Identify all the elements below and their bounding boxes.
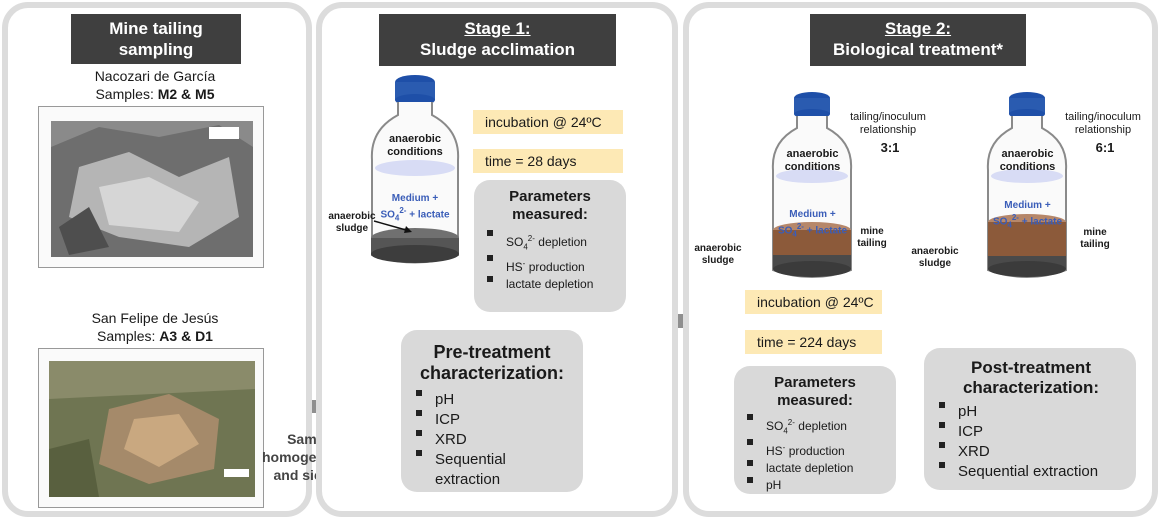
stage2-parameters-box: Parameters measured: SO42- depletion HS-… bbox=[734, 366, 896, 494]
stage2-time: time = 224 days bbox=[745, 330, 882, 354]
stage1-medium-label: Medium + SO42- + lactate bbox=[380, 193, 450, 223]
stage1-sludge-pointer bbox=[373, 220, 412, 233]
site2-samples: Samples: A3 & D1 bbox=[97, 328, 213, 344]
stage2-param-so4: SO42- depletion bbox=[742, 414, 888, 439]
stage1-param-hs: HS- production bbox=[482, 255, 618, 276]
pretreatment-box: Pre-treatment characterization: pH ICP X… bbox=[401, 330, 583, 492]
pretreat-item-xrd: XRD bbox=[411, 430, 573, 450]
posttreat-item-xrd: XRD bbox=[934, 442, 1128, 462]
site1-name: Nacozari de García bbox=[94, 68, 216, 84]
stage1-parameters-title: Parameters measured: bbox=[509, 188, 591, 223]
pretreat-item-icp: ICP bbox=[411, 410, 573, 430]
stage1-time: time = 28 days bbox=[473, 149, 623, 173]
stage2-incubation: incubation @ 24ºC bbox=[745, 290, 882, 314]
stage2-b1-label: anaerobic conditions bbox=[784, 148, 841, 173]
map-san-felipe bbox=[38, 348, 264, 508]
stage2-param-lactate: lactate depletion bbox=[742, 460, 888, 477]
bottle-stage2-ratio-6-1 bbox=[986, 92, 1068, 278]
stage2-b2-ratio-label: tailing/inoculum relationship bbox=[1065, 111, 1141, 136]
pretreatment-title: Pre-treatment characterization: bbox=[419, 342, 565, 383]
stage2-b2-medium: Medium +SO42- + lactate bbox=[992, 200, 1063, 230]
stage1-param-lactate: lactate depletion bbox=[482, 276, 618, 293]
stage2-b2-label: anaerobic conditions bbox=[999, 148, 1056, 173]
stage2-b1-ratio-label: tailing/inoculum relationship bbox=[850, 111, 926, 136]
panel1-title: Mine tailing sampling bbox=[71, 14, 241, 64]
stage2-param-ph: pH bbox=[742, 477, 888, 494]
posttreatment-box: Post-treatment characterization: pH ICP … bbox=[924, 348, 1136, 490]
stage1-sludge-label: anaerobic sludge bbox=[328, 211, 376, 234]
panel3-title: Stage 2: Biological treatment* bbox=[810, 14, 1026, 66]
stage2-b2-sludge-label: anaerobic sludge bbox=[911, 246, 959, 269]
stage2-b1-sludge-label: anaerobic sludge bbox=[694, 243, 742, 266]
pretreat-item-ph: pH bbox=[411, 390, 573, 410]
stage1-bottle-label: anaerobic conditions bbox=[387, 133, 443, 158]
stage2-parameters-title: Parameters measured: bbox=[774, 374, 856, 409]
bottle-stage2-ratio-3-1 bbox=[771, 92, 853, 278]
posttreat-item-ph: pH bbox=[934, 402, 1128, 422]
stage1-param-so4: SO42- depletion bbox=[482, 230, 618, 255]
posttreatment-title: Post-treatment characterization: bbox=[962, 358, 1100, 397]
site1-samples: Samples: M2 & M5 bbox=[95, 86, 215, 102]
stage2-param-hs: HS- production bbox=[742, 439, 888, 460]
posttreat-item-icp: ICP bbox=[934, 422, 1128, 442]
bottle-stage1 bbox=[370, 75, 460, 264]
stage2-b1-medium: Medium +SO42- + lactate bbox=[777, 209, 848, 239]
panel2-title: Stage 1: Sludge acclimation bbox=[379, 14, 616, 66]
stage2-b1-ratio: 3:1 bbox=[880, 140, 900, 155]
map-nacozari bbox=[38, 106, 264, 268]
stage2-b2-ratio: 6:1 bbox=[1095, 140, 1115, 155]
pretreat-item-sequential: Sequential extraction bbox=[411, 450, 573, 490]
stage1-parameters-box: Parameters measured: SO42- depletion HS-… bbox=[474, 180, 626, 312]
stage1-incubation: incubation @ 24ºC bbox=[473, 110, 623, 134]
stage2-b1-tailing-label: mine tailing bbox=[857, 226, 887, 249]
stage2-b2-tailing-label: mine tailing bbox=[1080, 227, 1110, 250]
posttreat-item-sequential: Sequential extraction bbox=[934, 462, 1128, 482]
site2-name: San Felipe de Jesús bbox=[91, 310, 219, 326]
